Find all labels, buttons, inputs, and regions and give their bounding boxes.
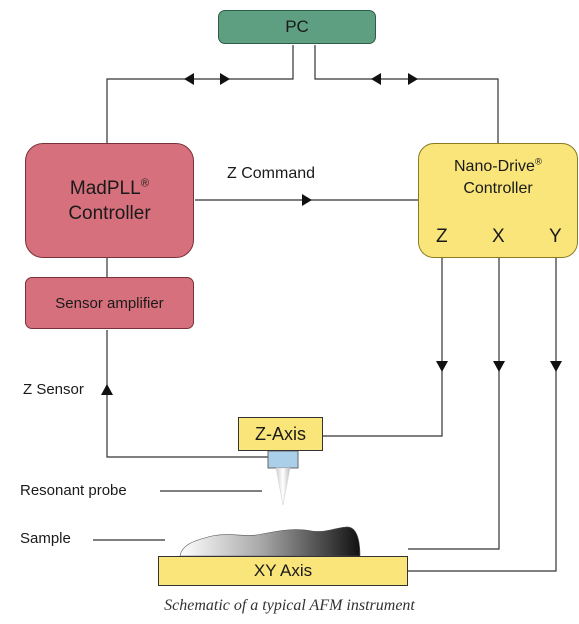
xy-axis-label: XY Axis bbox=[253, 561, 313, 580]
nano-drive-title: Nano-Drive® bbox=[454, 156, 542, 178]
probe-tip bbox=[275, 467, 291, 506]
channel-y-label: Y bbox=[549, 226, 562, 247]
sensor-amplifier-label: Sensor amplifier bbox=[55, 294, 164, 312]
nano-drive-subtitle: Controller bbox=[463, 180, 533, 197]
sample-shape bbox=[179, 526, 361, 557]
arrow-left-icon bbox=[371, 73, 381, 85]
arrow-down-icon bbox=[550, 361, 562, 372]
madpll-controller-box: MadPLL® Controller bbox=[25, 143, 194, 258]
madpll-name: MadPLL bbox=[69, 177, 141, 199]
nano-drive-reg-mark: ® bbox=[534, 156, 542, 168]
channel-x-label: X bbox=[492, 226, 505, 247]
z-axis-box: Z-Axis bbox=[238, 417, 323, 451]
arrow-left-icon bbox=[184, 73, 194, 85]
arrow-right-icon bbox=[220, 73, 230, 85]
probe-mount bbox=[267, 450, 299, 469]
channel-z-label: Z bbox=[436, 226, 448, 247]
arrow-down-icon bbox=[436, 361, 448, 372]
pc-madpll-link bbox=[106, 45, 294, 143]
z-axis-label: Z-Axis bbox=[255, 423, 306, 444]
madpll-subtitle: Controller bbox=[68, 202, 151, 224]
pc-nanodrive-link bbox=[314, 45, 499, 143]
pc-label: PC bbox=[285, 17, 309, 36]
arrow-up-icon bbox=[101, 384, 113, 395]
y-channel-line bbox=[408, 258, 557, 572]
madpll-title: MadPLL® bbox=[70, 176, 149, 201]
pc-box: PC bbox=[218, 10, 376, 44]
nano-drive-name: Nano-Drive bbox=[454, 158, 535, 175]
sensor-amplifier-box: Sensor amplifier bbox=[25, 277, 194, 329]
x-channel-line bbox=[408, 258, 500, 550]
z-sensor-label: Z Sensor bbox=[23, 381, 84, 398]
figure-caption: Schematic of a typical AFM instrument bbox=[164, 597, 415, 614]
arrow-right-icon bbox=[408, 73, 418, 85]
arrow-right-icon bbox=[302, 194, 312, 206]
z-sensor-line bbox=[106, 330, 270, 458]
xy-axis-box: XY Axis bbox=[158, 556, 408, 586]
resonant-probe-label: Resonant probe bbox=[20, 482, 127, 499]
z-command-label: Z Command bbox=[227, 165, 316, 182]
madpll-reg-mark: ® bbox=[140, 177, 150, 190]
nano-drive-controller-box: Nano-Drive® Controller bbox=[418, 143, 578, 258]
z-channel-line bbox=[323, 258, 443, 437]
sample-label: Sample bbox=[20, 530, 71, 547]
arrow-down-icon bbox=[493, 361, 505, 372]
